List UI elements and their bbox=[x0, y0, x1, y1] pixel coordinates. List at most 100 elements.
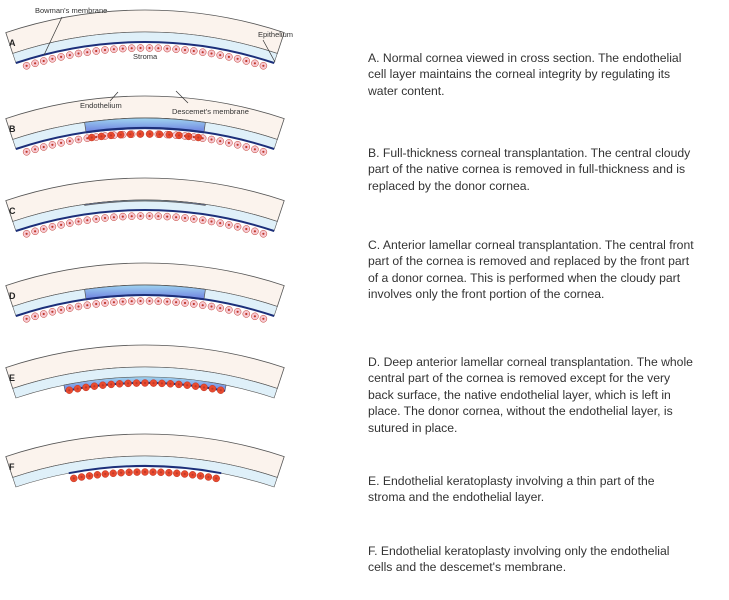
cell-nucleus bbox=[175, 48, 178, 51]
cell-nucleus bbox=[219, 307, 222, 310]
cell-nucleus bbox=[109, 134, 113, 137]
description-line: water content. bbox=[368, 83, 445, 98]
cell-nucleus bbox=[168, 133, 171, 136]
cell-nucleus bbox=[253, 315, 256, 318]
cell-nucleus bbox=[42, 312, 45, 316]
cell-nucleus bbox=[187, 135, 190, 138]
cell-nucleus bbox=[148, 46, 151, 50]
cell-nucleus bbox=[25, 232, 28, 235]
cell-nucleus bbox=[42, 145, 45, 149]
cell-nucleus bbox=[121, 215, 124, 218]
panel-a-letter: A bbox=[9, 38, 16, 48]
cell-nucleus bbox=[210, 52, 213, 55]
cell-nucleus bbox=[68, 140, 71, 143]
cell-nucleus bbox=[34, 230, 37, 233]
cell-nucleus bbox=[262, 232, 265, 235]
cell-nucleus bbox=[245, 227, 248, 231]
cell-nucleus bbox=[192, 49, 195, 53]
description-line: of a donor cornea. This is performed whe… bbox=[368, 270, 681, 285]
panel-b-description: B. Full-thickness corneal transplantatio… bbox=[368, 145, 726, 194]
donor-descemets-membrane bbox=[68, 465, 222, 475]
cell-nucleus bbox=[148, 214, 151, 218]
cell-nucleus bbox=[112, 48, 115, 51]
cell-nucleus bbox=[51, 310, 54, 313]
cell-nucleus bbox=[158, 133, 161, 136]
description-line: back surface, the native endothelial lay… bbox=[368, 387, 671, 402]
cell-nucleus bbox=[121, 300, 124, 303]
cell-nucleus bbox=[34, 315, 37, 318]
cell-nucleus bbox=[143, 470, 147, 474]
cell-nucleus bbox=[119, 133, 122, 136]
cell-nucleus bbox=[201, 304, 204, 307]
cell-nucleus bbox=[207, 475, 210, 479]
cell-nucleus bbox=[76, 387, 79, 390]
description-line: sutured in place. bbox=[368, 420, 458, 435]
cell-nucleus bbox=[175, 472, 178, 475]
panel-c: C bbox=[5, 177, 285, 238]
cell-nucleus bbox=[194, 385, 197, 388]
cell-nucleus bbox=[60, 308, 63, 311]
cell-nucleus bbox=[120, 471, 123, 474]
panel-a: A bbox=[5, 9, 285, 70]
cell-nucleus bbox=[159, 471, 162, 474]
cell-nucleus bbox=[103, 216, 107, 220]
cell-nucleus bbox=[128, 471, 131, 474]
endothelium-cells bbox=[22, 44, 268, 70]
cell-nucleus bbox=[139, 214, 142, 218]
cell-nucleus bbox=[227, 223, 230, 226]
donor-endothelium-cells bbox=[70, 468, 220, 483]
cell-nucleus bbox=[68, 389, 71, 392]
callout-descemets-membrane: Descemet's membrane bbox=[172, 107, 249, 116]
cell-nucleus bbox=[219, 222, 222, 225]
cell-nucleus bbox=[210, 220, 213, 223]
cell-nucleus bbox=[95, 135, 98, 139]
cell-nucleus bbox=[210, 138, 213, 141]
cell-nucleus bbox=[129, 133, 132, 136]
cell-nucleus bbox=[100, 135, 103, 138]
cell-nucleus bbox=[175, 216, 178, 219]
cell-nucleus bbox=[201, 137, 204, 140]
donor-descemets-membrane bbox=[85, 126, 205, 134]
cell-nucleus bbox=[192, 217, 195, 221]
cell-nucleus bbox=[148, 299, 151, 303]
cell-nucleus bbox=[51, 143, 54, 146]
cell-nucleus bbox=[157, 300, 160, 303]
cell-nucleus bbox=[262, 64, 265, 67]
cell-nucleus bbox=[84, 386, 88, 389]
cell-nucleus bbox=[103, 301, 107, 305]
cell-nucleus bbox=[169, 382, 172, 385]
cell-nucleus bbox=[202, 386, 206, 389]
cell-nucleus bbox=[86, 304, 89, 307]
donor-endothelium-cells bbox=[87, 130, 203, 142]
cell-nucleus bbox=[130, 300, 133, 303]
donor-graft bbox=[84, 199, 206, 206]
cell-nucleus bbox=[72, 477, 75, 480]
panel-b: B bbox=[5, 95, 285, 156]
cell-nucleus bbox=[135, 382, 138, 385]
cell-nucleus bbox=[192, 135, 195, 139]
description-line: A. Normal cornea viewed in cross section… bbox=[368, 51, 682, 65]
descemets-membrane bbox=[15, 41, 275, 64]
cell-nucleus bbox=[166, 215, 169, 218]
cell-nucleus bbox=[227, 308, 230, 311]
panel-c-description: C. Anterior lamellar corneal transplanta… bbox=[368, 237, 726, 303]
description-line: F. Endothelial keratoplasty involving on… bbox=[368, 544, 670, 558]
cell-nucleus bbox=[157, 47, 160, 50]
cell-nucleus bbox=[186, 384, 189, 387]
cell-nucleus bbox=[130, 215, 133, 218]
cell-nucleus bbox=[236, 57, 239, 60]
cell-nucleus bbox=[60, 223, 63, 226]
cell-nucleus bbox=[236, 225, 239, 228]
cell-nucleus bbox=[121, 47, 124, 50]
cell-nucleus bbox=[86, 51, 89, 54]
cell-nucleus bbox=[93, 385, 96, 388]
callout-epithelium: Epithelium bbox=[258, 30, 293, 39]
cell-nucleus bbox=[148, 132, 151, 136]
cell-nucleus bbox=[211, 387, 214, 390]
cell-nucleus bbox=[68, 54, 71, 57]
cell-nucleus bbox=[253, 230, 256, 233]
cell-nucleus bbox=[104, 472, 107, 476]
cell-nucleus bbox=[183, 472, 186, 476]
panel-f-description: F. Endothelial keratoplasty involving on… bbox=[368, 543, 726, 576]
